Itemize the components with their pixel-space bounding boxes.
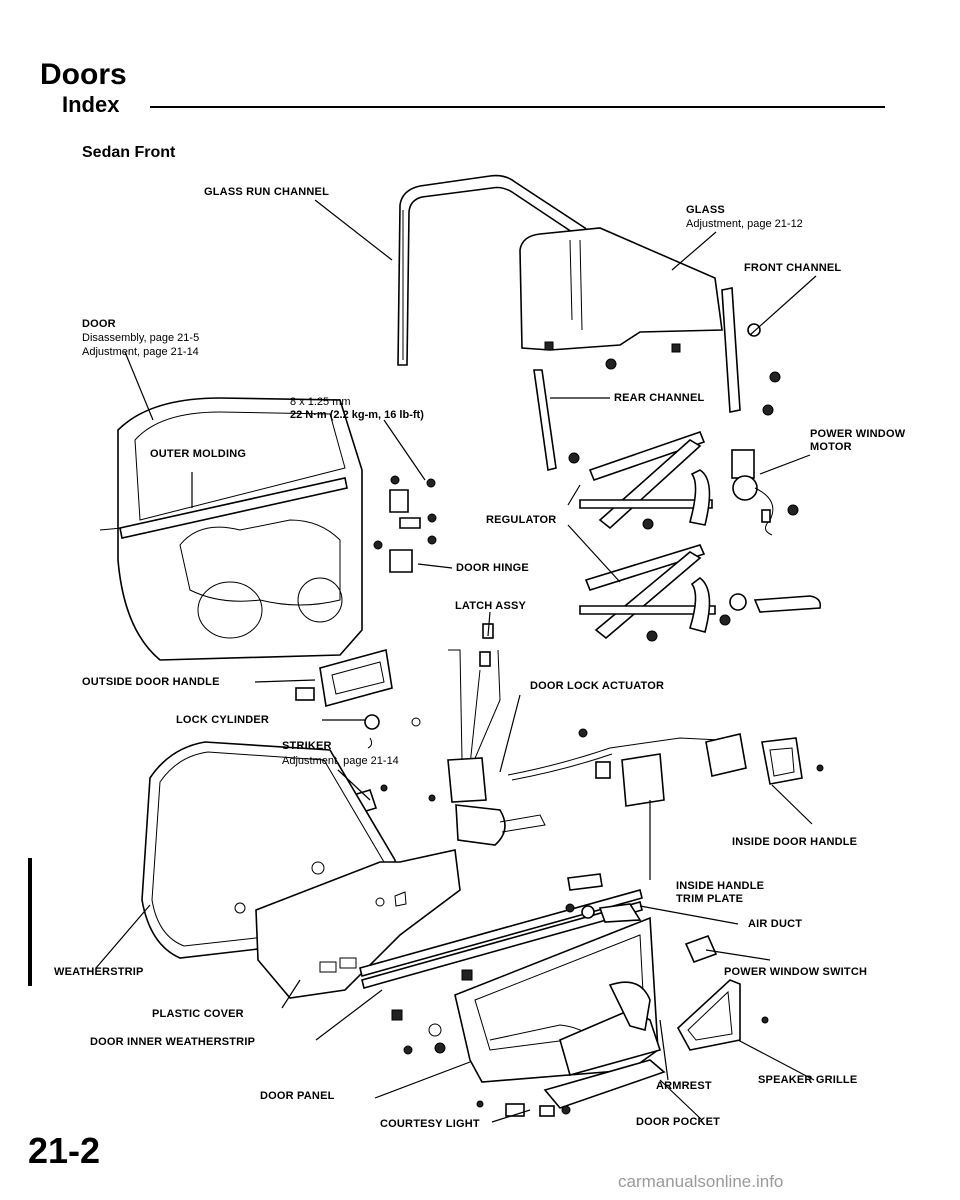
label-door-lock-actuator: DOOR LOCK ACTUATOR — [530, 680, 665, 692]
label-glass-adjustment: Adjustment, page 21-12 — [686, 218, 803, 230]
label-door-panel: DOOR PANEL — [260, 1090, 335, 1102]
front-channel-part — [721, 287, 781, 416]
door-pocket-part — [543, 1059, 666, 1109]
door-hinge-part — [373, 475, 437, 573]
section-title: Index — [62, 92, 120, 117]
door-shell-part — [99, 397, 363, 661]
regulator-upper-part — [568, 430, 799, 530]
label-inside-handle-trim-plate-line1: INSIDE HANDLE — [676, 880, 765, 892]
label-door: DOOR — [82, 318, 116, 330]
label-striker-adjustment: Adjustment, page 21-14 — [282, 755, 399, 767]
door-lock-actuator-part — [507, 728, 721, 807]
regulator-lower-part — [579, 544, 822, 642]
label-door-disassembly: Disassembly, page 21-5 — [82, 332, 200, 344]
label-door-inner-weatherstrip: DOOR INNER WEATHERSTRIP — [90, 1036, 256, 1048]
plastic-cover-part — [234, 849, 461, 999]
label-outside-door-handle: OUTSIDE DOOR HANDLE — [82, 676, 220, 688]
label-weatherstrip: WEATHERSTRIP — [54, 966, 144, 978]
label-plastic-cover: PLASTIC COVER — [152, 1008, 244, 1020]
latch-assy-part — [447, 623, 546, 846]
speaker-grille-part — [676, 979, 769, 1051]
label-latch-assy: LATCH ASSY — [455, 600, 527, 612]
label-glass: GLASS — [686, 204, 725, 216]
leader-lines — [95, 199, 817, 1123]
label-rear-channel: REAR CHANNEL — [614, 392, 705, 404]
label-glass-run-channel: GLASS RUN CHANNEL — [204, 186, 330, 198]
label-air-duct: AIR DUCT — [748, 918, 803, 930]
label-speaker-grille: SPEAKER GRILLE — [758, 1074, 858, 1086]
label-courtesy-light: COURTESY LIGHT — [380, 1118, 480, 1130]
label-inside-handle-trim-plate-line2: TRIM PLATE — [676, 893, 744, 905]
label-door-adjustment: Adjustment, page 21-14 — [82, 346, 199, 358]
label-lock-cylinder: LOCK CYLINDER — [176, 714, 270, 726]
watermark: carmanualsonline.info — [618, 1172, 784, 1191]
outside-door-handle-part — [295, 648, 421, 749]
page-title: Doors — [40, 58, 127, 91]
power-window-motor-part — [731, 449, 774, 536]
label-outer-molding: OUTER MOLDING — [146, 448, 251, 460]
label-torque-spec: 22 N·m (2.2 kg-m, 16 lb-ft) — [290, 409, 424, 421]
section-rule — [150, 106, 885, 108]
label-striker: STRIKER — [282, 740, 332, 752]
page-number: 21-2 — [28, 1130, 101, 1171]
inside-handle-trim-plate-part — [565, 873, 642, 923]
inside-door-handle-part — [705, 733, 824, 785]
label-power-window-motor-line2: MOTOR — [810, 441, 852, 453]
margin-bar — [28, 858, 32, 986]
label-armrest: ARMREST — [656, 1080, 712, 1092]
armrest-part — [559, 981, 662, 1076]
label-inside-door-handle: INSIDE DOOR HANDLE — [732, 836, 858, 848]
label-torque-bolt: 8 x 1.25 mm — [290, 396, 351, 408]
label-power-window-switch: POWER WINDOW SWITCH — [724, 966, 868, 978]
power-window-switch-part — [684, 934, 718, 964]
label-front-channel: FRONT CHANNEL — [744, 262, 842, 274]
label-door-pocket: DOOR POCKET — [636, 1116, 721, 1128]
rear-channel-part — [533, 358, 617, 471]
label-door-hinge: DOOR HINGE — [456, 562, 529, 574]
page-subtitle: Sedan Front — [82, 144, 176, 161]
label-regulator: REGULATOR — [486, 514, 557, 526]
label-power-window-motor-line1: POWER WINDOW — [810, 428, 906, 440]
glass-part — [519, 227, 723, 353]
